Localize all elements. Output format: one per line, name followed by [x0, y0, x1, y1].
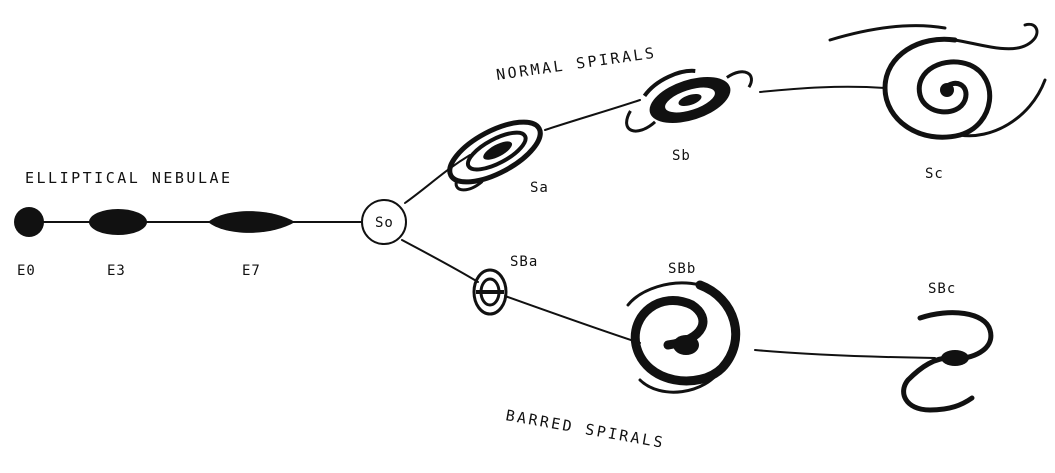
sbc-galaxy	[904, 313, 991, 410]
sb-label: Sb	[672, 148, 691, 164]
sba-galaxy	[474, 270, 506, 314]
sbb-label: SBb	[668, 261, 696, 277]
e0-label: E0	[17, 263, 36, 279]
e0-galaxy	[14, 207, 44, 237]
sa-label: Sa	[530, 180, 549, 196]
e7-galaxy	[208, 211, 295, 233]
barred-spirals-label: BARRED SPIRALS	[504, 406, 666, 452]
sb-galaxy	[616, 52, 758, 140]
e3-galaxy	[89, 209, 147, 235]
sbb-to-sbc-line	[755, 350, 935, 358]
e7-label: E7	[242, 263, 261, 279]
sba-label: SBa	[510, 254, 538, 270]
elliptical-nebulae-label: ELLIPTICAL NEBULAE	[25, 169, 233, 187]
sbc-label: SBc	[928, 281, 956, 297]
sc-galaxy	[830, 24, 1045, 137]
sbb-galaxy	[628, 283, 736, 392]
normal-spirals-label: NORMAL SPIRALS	[495, 44, 657, 84]
so-to-sba-line	[402, 240, 478, 282]
sc-label: Sc	[925, 166, 944, 182]
s0-label: So	[375, 215, 394, 231]
e3-label: E3	[107, 263, 126, 279]
connector-lines	[30, 87, 935, 358]
sba-to-sbb-line	[505, 296, 640, 343]
sb-to-sc-line	[760, 87, 885, 92]
